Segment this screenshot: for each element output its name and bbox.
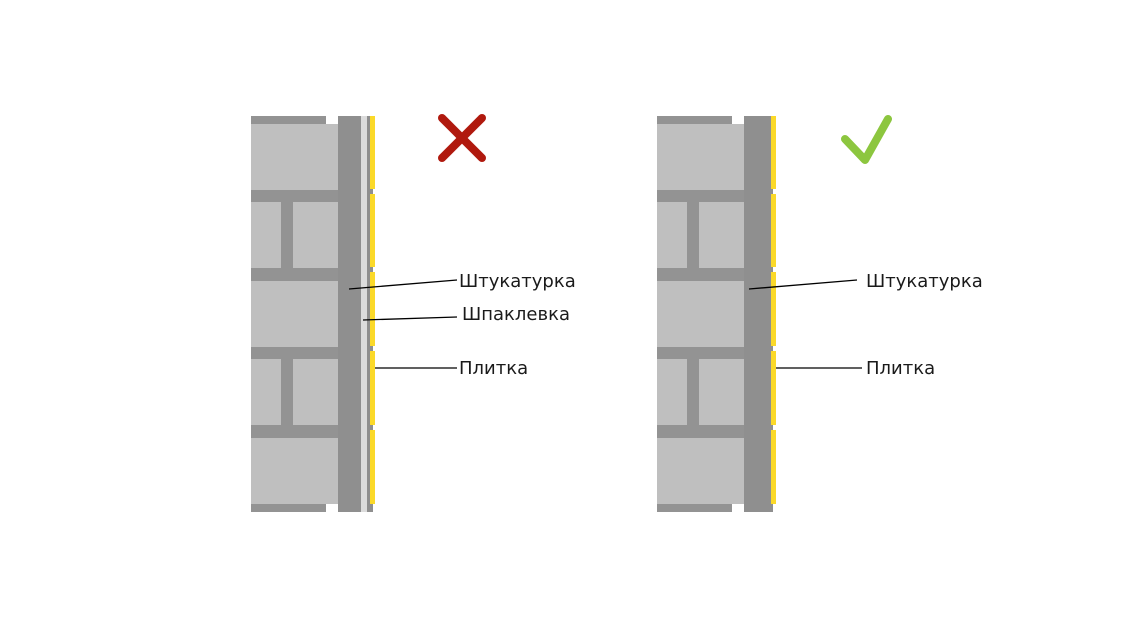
cross-icon: [438, 114, 486, 162]
leader-putty: [362, 316, 458, 321]
tile: [771, 194, 776, 267]
brick: [251, 359, 281, 425]
putty-layer: [361, 116, 367, 512]
plaster-layer: [744, 116, 773, 512]
leader-plaster: [748, 279, 858, 290]
label-tile: Плитка: [866, 358, 935, 379]
brick: [657, 438, 744, 504]
tile: [370, 430, 375, 504]
tile: [370, 194, 375, 267]
label-plaster: Штукатурка: [866, 271, 983, 292]
brick: [657, 359, 687, 425]
brick: [699, 202, 744, 268]
label-plaster: Штукатурка: [459, 271, 576, 292]
brick-wall-right: [657, 116, 744, 512]
brick: [699, 359, 744, 425]
leader-plaster: [348, 279, 458, 290]
tile: [370, 116, 375, 189]
tile: [771, 116, 776, 189]
tile: [370, 351, 375, 425]
tile: [370, 272, 375, 346]
check-icon: [841, 115, 892, 164]
brick: [657, 202, 687, 268]
tile-column-right: [771, 116, 776, 504]
tile: [771, 351, 776, 425]
brick: [293, 359, 338, 425]
wall-notch: [326, 504, 338, 512]
label-tile: Плитка: [459, 358, 528, 379]
tile: [771, 272, 776, 346]
brick: [251, 438, 338, 504]
brick: [251, 281, 338, 347]
brick: [657, 124, 744, 190]
wall-notch: [732, 504, 744, 512]
panel-correct: Штукатурка Плитка: [657, 115, 983, 512]
panel-wrong: Штукатурка Шпаклевка Плитка: [251, 114, 576, 512]
tile-column-left: [370, 116, 375, 504]
brick: [251, 124, 338, 190]
tile: [771, 430, 776, 504]
brick: [657, 281, 744, 347]
wall-notch: [326, 116, 338, 124]
wall-notch: [732, 116, 744, 124]
brick: [293, 202, 338, 268]
brick-wall-left: [251, 116, 338, 512]
plaster-layer: [338, 116, 361, 512]
brick: [251, 202, 281, 268]
label-putty: Шпаклевка: [462, 304, 570, 325]
